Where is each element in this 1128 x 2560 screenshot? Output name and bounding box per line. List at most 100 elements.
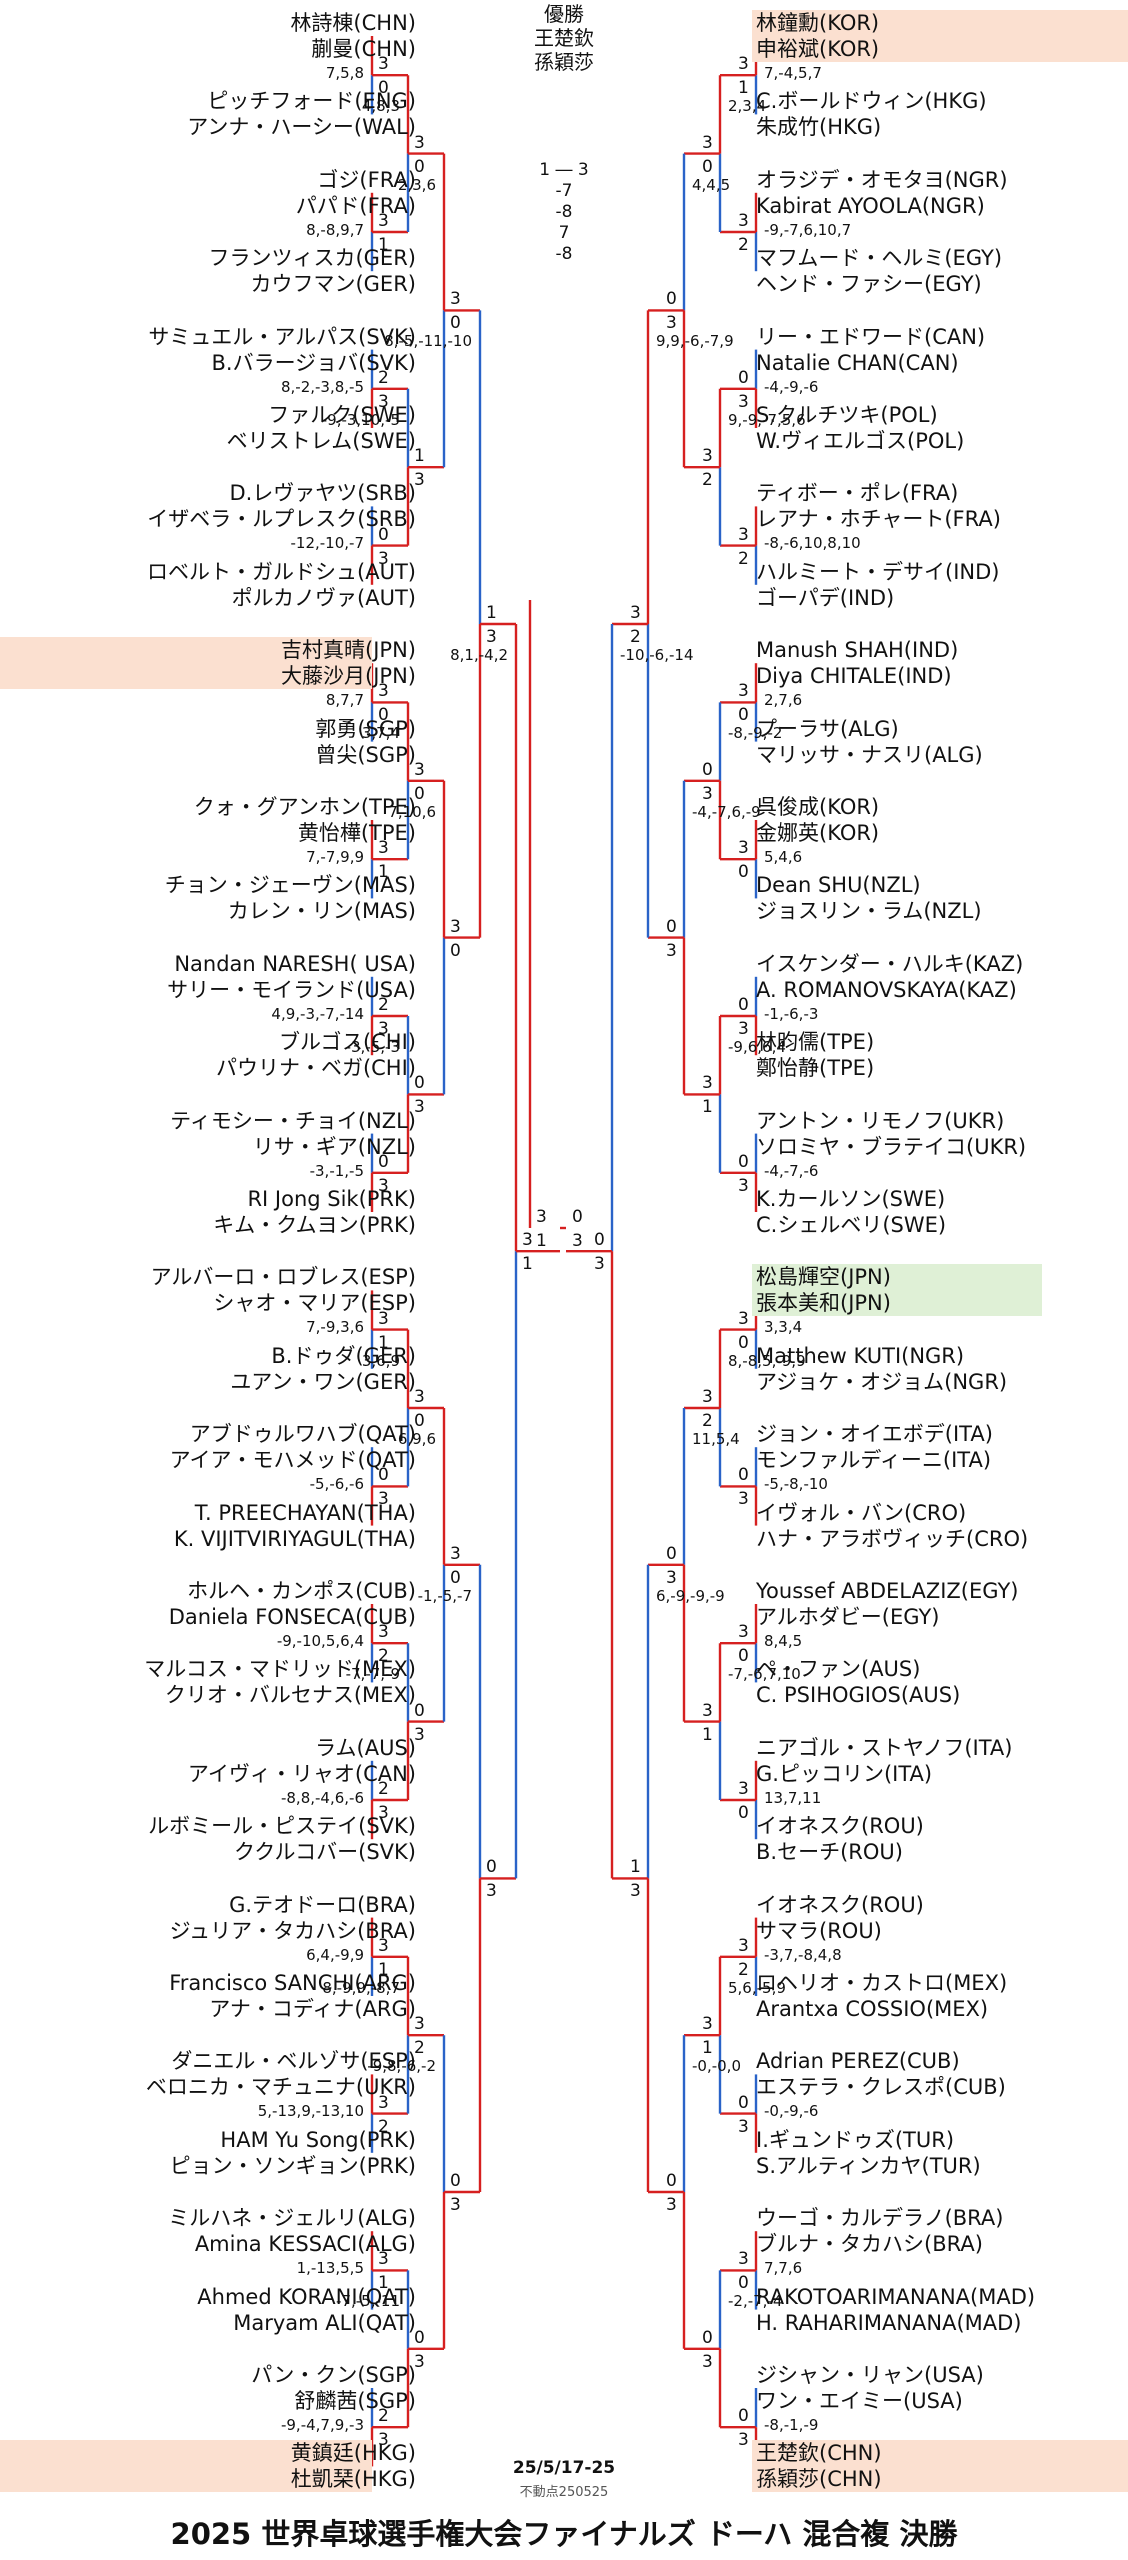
game-count: 0 bbox=[378, 1151, 389, 1172]
game-count: 3 bbox=[378, 1622, 389, 1643]
player-name: 王楚欽(CHN) bbox=[756, 2441, 882, 2466]
player-name: マフムード・ヘルミ(EGY) bbox=[756, 246, 1003, 271]
game-count: 3 bbox=[702, 783, 713, 804]
game-count: 3 bbox=[378, 1308, 389, 1329]
highlight-band bbox=[752, 2440, 1128, 2493]
game-count: 0 bbox=[738, 2092, 749, 2113]
player-name: アルバーロ・ロブレス(ESP) bbox=[150, 1265, 416, 1290]
game-count: 3 bbox=[378, 1019, 389, 1039]
player-name: アイア・モハメッド(QAT) bbox=[169, 1448, 416, 1473]
game-count: 3 bbox=[738, 1308, 749, 1329]
highlight-band bbox=[0, 637, 372, 690]
player-name: アブドゥルワハブ(QAT) bbox=[189, 1422, 416, 1447]
set-scores: 7,10,6 bbox=[388, 802, 436, 821]
player-name: 朱成竹(HKG) bbox=[756, 115, 882, 140]
player-name: S.アルティンカヤ(TUR) bbox=[756, 2153, 981, 2178]
player-name: アイヴィ・リャオ(CAN) bbox=[187, 1761, 416, 1786]
final-game-count: 3 bbox=[536, 1207, 547, 1227]
game-count: 0 bbox=[450, 1567, 461, 1588]
game-count: 0 bbox=[738, 1465, 749, 1486]
game-count: 1 bbox=[630, 1857, 641, 1878]
game-count: 3 bbox=[738, 1622, 749, 1643]
set-scores: 8,4,5 bbox=[764, 1632, 803, 1650]
player-name: アンナ・ハーシー(WAL) bbox=[187, 115, 416, 140]
game-count: 0 bbox=[378, 1465, 389, 1486]
set-scores: -0,-0,0 bbox=[692, 2057, 741, 2076]
set-scores: 6,9,6 bbox=[397, 1430, 436, 1448]
highlight-band bbox=[752, 10, 1128, 62]
player-name: ゴーパデ(IND) bbox=[756, 585, 895, 610]
game-count: 3 bbox=[702, 2014, 713, 2035]
game-count: 3 bbox=[414, 470, 425, 491]
game-count: 0 bbox=[738, 2273, 749, 2294]
player-name: Arantxa COSSIO(MEX) bbox=[756, 1997, 989, 2021]
game-count: 0 bbox=[486, 1857, 497, 1878]
player-name: 郭勇(SGP) bbox=[315, 716, 416, 741]
set-scores: 7,-4,5,7 bbox=[764, 64, 822, 82]
game-count: 3 bbox=[378, 2430, 389, 2451]
game-count: 3 bbox=[738, 54, 749, 75]
player-name: Natalie CHAN(CAN) bbox=[756, 350, 959, 375]
player-name: 金娜英(KOR) bbox=[756, 821, 880, 845]
game-count: 0 bbox=[594, 1230, 605, 1251]
player-name: 申裕斌(KOR) bbox=[756, 37, 880, 61]
player-name: Youssef ABDELAZIZ(EGY) bbox=[756, 1579, 1019, 1603]
final-set-score: -8 bbox=[555, 202, 573, 222]
game-count: 0 bbox=[738, 2406, 749, 2427]
game-count: 2 bbox=[738, 1959, 749, 1980]
game-count: 3 bbox=[414, 132, 425, 153]
player-name: キム・クムヨン(PRK) bbox=[213, 1213, 416, 1237]
player-name: イヴォル・バン(CRO) bbox=[756, 1500, 967, 1525]
game-count: 0 bbox=[738, 367, 749, 388]
player-name: レアナ・ホチャート(FRA) bbox=[756, 507, 1001, 532]
player-name: C.シェルベリ(SWE) bbox=[756, 1213, 947, 1237]
game-count: 0 bbox=[666, 2171, 677, 2191]
game-count: 2 bbox=[702, 470, 713, 491]
player-name: D.レヴァヤツ(SRB) bbox=[229, 481, 416, 506]
player-name: ピョン・ソンギョン(PRK) bbox=[169, 2153, 416, 2178]
player-name: ブルゴス(CHI) bbox=[278, 1030, 416, 1055]
game-count: 3 bbox=[522, 1230, 533, 1251]
player-name: 吉村真晴(JPN) bbox=[281, 638, 416, 663]
game-count: 3 bbox=[738, 1779, 749, 1799]
game-count: 3 bbox=[738, 211, 749, 231]
game-count: 3 bbox=[486, 1881, 497, 1902]
set-scores: -7,-7,-9 bbox=[345, 1665, 400, 1684]
game-count: 2 bbox=[702, 1411, 713, 1431]
game-count: 3 bbox=[378, 54, 389, 75]
player-name: 林鐘勳(KOR) bbox=[756, 11, 880, 35]
game-count: 1 bbox=[378, 1959, 389, 1980]
game-count: 3 bbox=[378, 2092, 389, 2113]
game-count: 1 bbox=[378, 862, 389, 883]
set-scores: -5,-6,-6 bbox=[309, 1475, 364, 1494]
final-game-count: 3 bbox=[572, 1231, 583, 1251]
player-name: パパド(FRA) bbox=[295, 193, 416, 218]
page-title: 2025 世界卓球選手権大会ファイナルズ ドーハ 混合複 決勝 bbox=[170, 2517, 958, 2551]
player-name: イザベラ・ルプレスク(SRB) bbox=[147, 507, 416, 532]
player-name: シャオ・マリア(ESP) bbox=[213, 1291, 416, 1316]
final-set-score: 7 bbox=[558, 223, 570, 243]
game-count: 3 bbox=[630, 1881, 641, 1902]
set-scores: 8,-8,9,7 bbox=[306, 220, 364, 239]
player-name: アナ・コディナ(ARG) bbox=[209, 1997, 416, 2021]
player-name: 林詩棟(CHN) bbox=[290, 11, 416, 35]
player-name: ジョスリン・ラム(NZL) bbox=[756, 899, 982, 924]
player-name: ティボー・ポレ(FRA) bbox=[756, 481, 959, 506]
player-name: ホルヘ・カンポス(CUB) bbox=[187, 1579, 416, 1603]
player-name: Francisco SANCHI(ARG) bbox=[169, 1971, 416, 1995]
player-name: ククルコバー(SVK) bbox=[234, 1840, 416, 1865]
set-scores: -9,-3,10,-5 bbox=[321, 410, 400, 429]
player-name: Dean SHU(NZL) bbox=[756, 873, 921, 898]
game-count: 1 bbox=[522, 1254, 533, 1275]
game-count: 3 bbox=[414, 1387, 425, 1407]
game-count: 3 bbox=[378, 1175, 389, 1196]
set-scores: -4,-9,-6 bbox=[764, 377, 819, 396]
player-name: エステラ・クレスポ(CUB) bbox=[756, 2075, 1006, 2100]
game-count: 3 bbox=[414, 1724, 425, 1745]
set-scores: -7,-6,7,10 bbox=[728, 1665, 801, 1684]
game-count: 0 bbox=[450, 940, 461, 961]
player-name: イオネスク(ROU) bbox=[756, 1892, 924, 1917]
player-name: G.テオドーロ(BRA) bbox=[229, 1892, 416, 1917]
player-name: クリオ・バルセナス(MEX) bbox=[164, 1683, 416, 1708]
set-scores: -0,-9,-6 bbox=[764, 2102, 819, 2121]
